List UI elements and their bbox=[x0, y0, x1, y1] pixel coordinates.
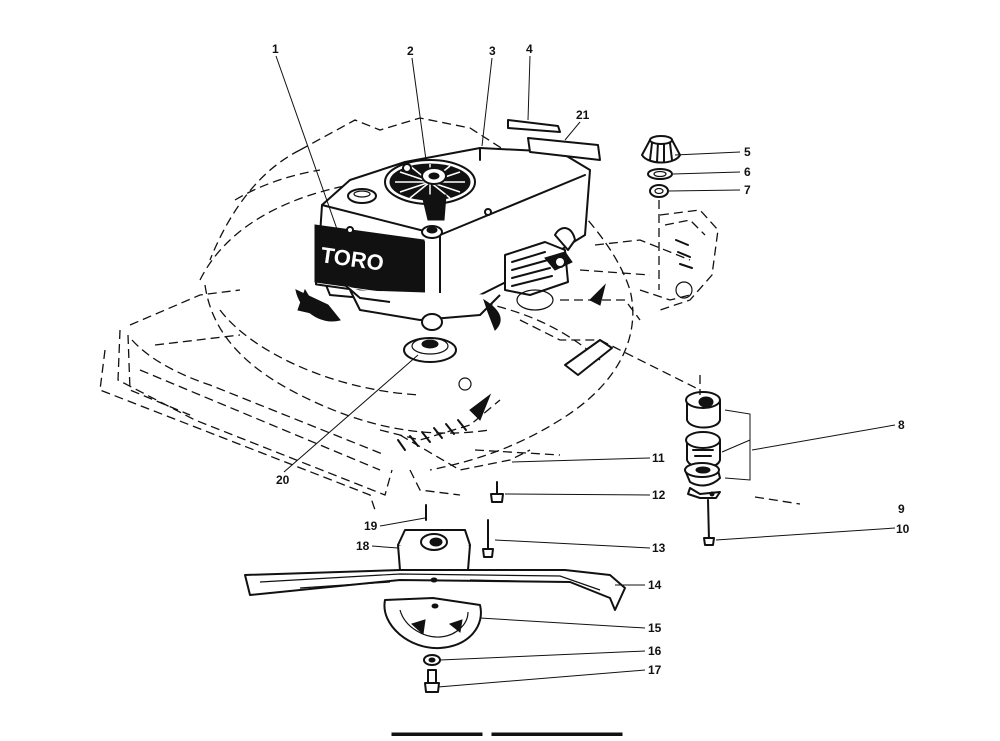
callout-6: 6 bbox=[744, 165, 751, 179]
callout-17: 17 bbox=[648, 663, 662, 677]
decal-21 bbox=[527, 137, 601, 161]
callout-8: 8 bbox=[898, 418, 905, 432]
wheel-hub-cap-5 bbox=[641, 135, 681, 164]
callout-20: 20 bbox=[276, 473, 290, 487]
callout-9: 9 bbox=[898, 502, 905, 516]
callout-10: 10 bbox=[896, 522, 910, 536]
callout-13: 13 bbox=[652, 541, 666, 555]
bracket-9 bbox=[687, 487, 721, 499]
callout-14: 14 bbox=[648, 578, 662, 592]
bolt-13 bbox=[482, 519, 494, 558]
callout-7: 7 bbox=[744, 183, 751, 197]
callout-11: 11 bbox=[652, 451, 665, 465]
washer-7 bbox=[649, 184, 669, 198]
mower-deck-housing bbox=[99, 117, 719, 511]
callout-19: 19 bbox=[364, 519, 378, 533]
callout-1: 1 bbox=[272, 42, 279, 56]
brand-nameplate: TORO bbox=[314, 224, 425, 298]
decal-4 bbox=[507, 119, 561, 133]
callout-15: 15 bbox=[648, 621, 662, 635]
bolt-10 bbox=[703, 499, 715, 546]
callout-16: 16 bbox=[648, 644, 662, 658]
blade-stiffener-15 bbox=[383, 597, 482, 650]
spacer-20 bbox=[403, 337, 472, 391]
callout-21: 21 bbox=[576, 108, 590, 122]
height-adjuster-8 bbox=[684, 391, 721, 487]
callout-leaders bbox=[275, 55, 896, 688]
bolt-12 bbox=[490, 481, 504, 503]
callout-3: 3 bbox=[489, 44, 496, 58]
lock-washer-6 bbox=[647, 168, 673, 180]
callout-5: 5 bbox=[744, 145, 751, 159]
callout-2: 2 bbox=[407, 44, 414, 58]
blade-14 bbox=[244, 569, 626, 611]
callout-labels: 1 2 3 4 5 6 7 8 9 10 11 12 13 14 15 16 1… bbox=[272, 42, 910, 677]
blade-adapter-18 bbox=[397, 529, 471, 571]
callout-18: 18 bbox=[356, 539, 370, 553]
engine-assembly: TORO bbox=[295, 147, 591, 331]
callout-4: 4 bbox=[526, 42, 533, 56]
callout-12: 12 bbox=[652, 488, 666, 502]
blade-bolt-17 bbox=[424, 669, 440, 693]
lock-washer-16 bbox=[423, 654, 441, 666]
